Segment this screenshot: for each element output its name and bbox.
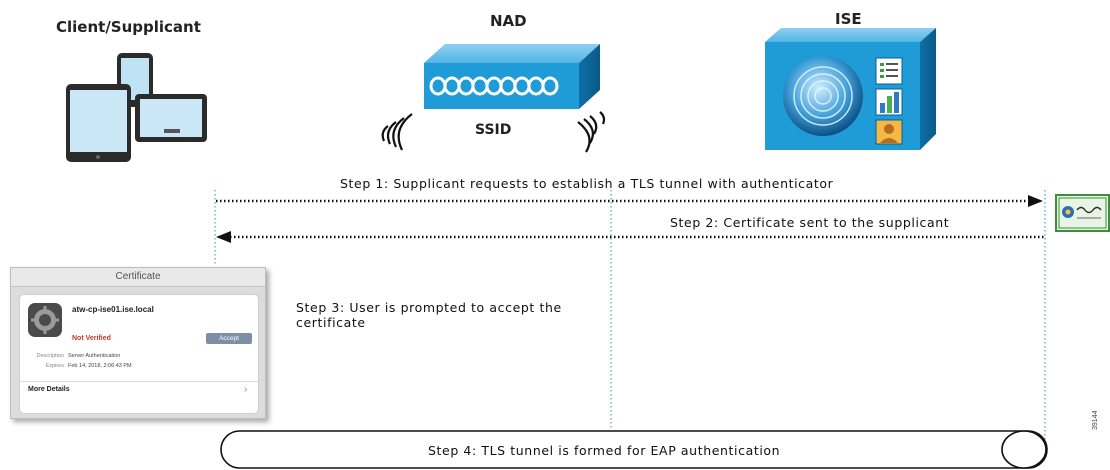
accept-button[interactable]: Accept [206,333,252,344]
certificate-expires-row: Expires Feb 14, 2018, 2:06:43 PM [20,363,132,369]
figure-id: 39144 [1092,410,1099,430]
expires-label: Expires [45,363,64,369]
more-details-link[interactable]: More Details [28,386,70,393]
laptop-icon [135,94,207,142]
tls-tunnel-pipe [220,430,1048,469]
certificate-description-row: Description Server Authentication [20,353,120,359]
description-label: Description [36,353,64,359]
client-supplicant-label: Client/Supplicant [56,18,201,36]
step1-arrow [216,195,1043,207]
nad-access-point-icon [424,44,600,109]
step2-label: Step 2: Certificate sent to the supplica… [670,215,950,230]
tunnel-end-ellipse [1001,430,1047,469]
certificate-hostname: atw-cp-ise01.ise.local [72,305,154,314]
chevron-right-icon[interactable]: › [244,384,248,395]
wifi-left-icon [381,113,413,151]
client-devices-icon [66,53,207,162]
step1-label: Step 1: Supplicant requests to establish… [340,176,834,191]
description-value: Server Authentication [68,353,121,359]
list-icon [875,57,903,85]
fingerprint-globe-icon [783,56,863,136]
expires-value: Feb 14, 2018, 2:06:43 PM [68,363,132,369]
certificate-document-icon [1055,194,1110,232]
divider [20,381,258,382]
wifi-right-icon [577,111,606,153]
step3-label: Step 3: User is prompted to accept the c… [296,300,562,330]
certificate-gear-icon [28,303,62,337]
user-badge-icon [875,119,903,145]
ise-server-icon [765,28,936,150]
ise-label: ISE [835,10,862,28]
certificate-dialog-title: Certificate [11,268,265,287]
step4-label: Step 4: TLS tunnel is formed for EAP aut… [428,443,781,458]
certificate-panel: atw-cp-ise01.ise.local Not Verified Acce… [19,294,259,414]
tablet-icon [66,84,131,162]
ssid-label: SSID [475,122,512,138]
nad-label: NAD [490,12,527,30]
step2-arrow [216,231,1045,243]
bar-chart-icon [875,88,903,116]
certificate-status: Not Verified [72,335,111,342]
certificate-dialog: Certificate atw-cp-ise01.ise.local Not V… [10,267,266,419]
lifelines [214,190,1046,440]
